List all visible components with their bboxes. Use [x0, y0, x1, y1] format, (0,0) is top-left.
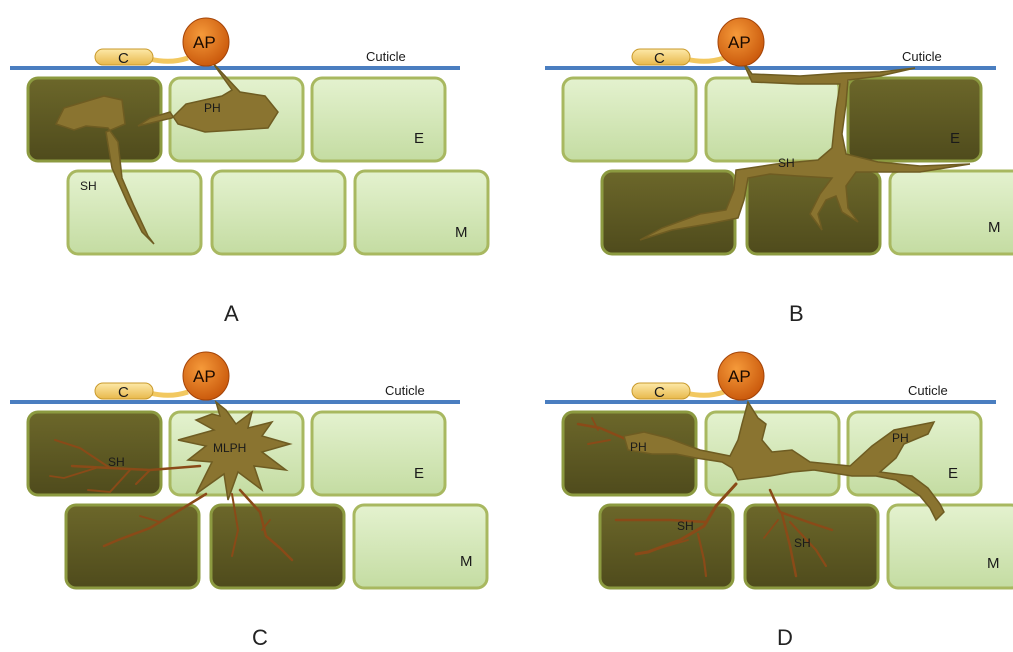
germ-tube — [686, 58, 724, 61]
appressorium-label: AP — [193, 33, 216, 52]
secondary-hypha-label: SH — [778, 156, 795, 170]
mesophyll-cell — [354, 505, 487, 588]
epidermis-label: E — [950, 130, 960, 147]
epidermis-cell-infected — [848, 78, 981, 161]
mesophyll-cell-infected — [66, 505, 199, 588]
epidermis-cell — [706, 78, 839, 161]
epidermis-label: E — [414, 130, 424, 147]
appressorium-label: AP — [728, 33, 751, 52]
conidium-label: C — [654, 50, 665, 67]
mesophyll-cell — [890, 171, 1013, 254]
multilobed-primary-hypha-label: MLPH — [213, 441, 246, 455]
mesophyll-label: M — [455, 224, 468, 241]
cuticle-label: Cuticle — [902, 49, 942, 64]
conidium-label: C — [118, 50, 129, 67]
secondary-hypha-label: SH — [80, 179, 97, 193]
panel-b: C AP Cuticle SH E M B — [545, 18, 1013, 326]
primary-hypha-label: PH — [630, 440, 647, 454]
secondary-hypha-label: SH — [677, 519, 694, 533]
primary-hypha-label: PH — [892, 431, 909, 445]
epidermis-cell-infected — [28, 412, 161, 495]
appressorium-label: AP — [728, 367, 751, 386]
primary-hypha-label: PH — [204, 101, 221, 115]
epidermis-cell — [563, 78, 696, 161]
panel-letter: A — [224, 301, 239, 326]
secondary-hypha-label: SH — [794, 536, 811, 550]
mesophyll-cell — [888, 505, 1013, 588]
epidermis-label: E — [414, 465, 424, 482]
conidium-label: C — [654, 384, 665, 401]
mesophyll-label: M — [987, 555, 1000, 572]
epidermis-label: E — [948, 465, 958, 482]
mesophyll-label: M — [988, 219, 1001, 236]
secondary-hypha-label: SH — [108, 455, 125, 469]
panel-letter: C — [252, 625, 268, 650]
appressorium-label: AP — [193, 367, 216, 386]
epidermis-cell — [312, 78, 445, 161]
cuticle-label: Cuticle — [385, 383, 425, 398]
cuticle-label: Cuticle — [908, 383, 948, 398]
germ-tube — [686, 392, 724, 395]
cuticle-label: Cuticle — [366, 49, 406, 64]
mesophyll-label: M — [460, 553, 473, 570]
panel-a: C AP Cuticle PH SH E M A — [10, 18, 488, 326]
panel-c: C AP Cuticle MLPH SH E M C — [10, 352, 487, 650]
panel-letter: B — [789, 301, 804, 326]
panel-letter: D — [777, 625, 793, 650]
conidium-label: C — [118, 384, 129, 401]
mesophyll-cell — [212, 171, 345, 254]
germ-tube — [150, 58, 188, 61]
epidermis-cell — [312, 412, 445, 495]
mesophyll-cell — [355, 171, 488, 254]
panel-d: C AP Cuticle PH PH SH SH E M D — [545, 352, 1013, 650]
germ-tube — [150, 392, 188, 395]
